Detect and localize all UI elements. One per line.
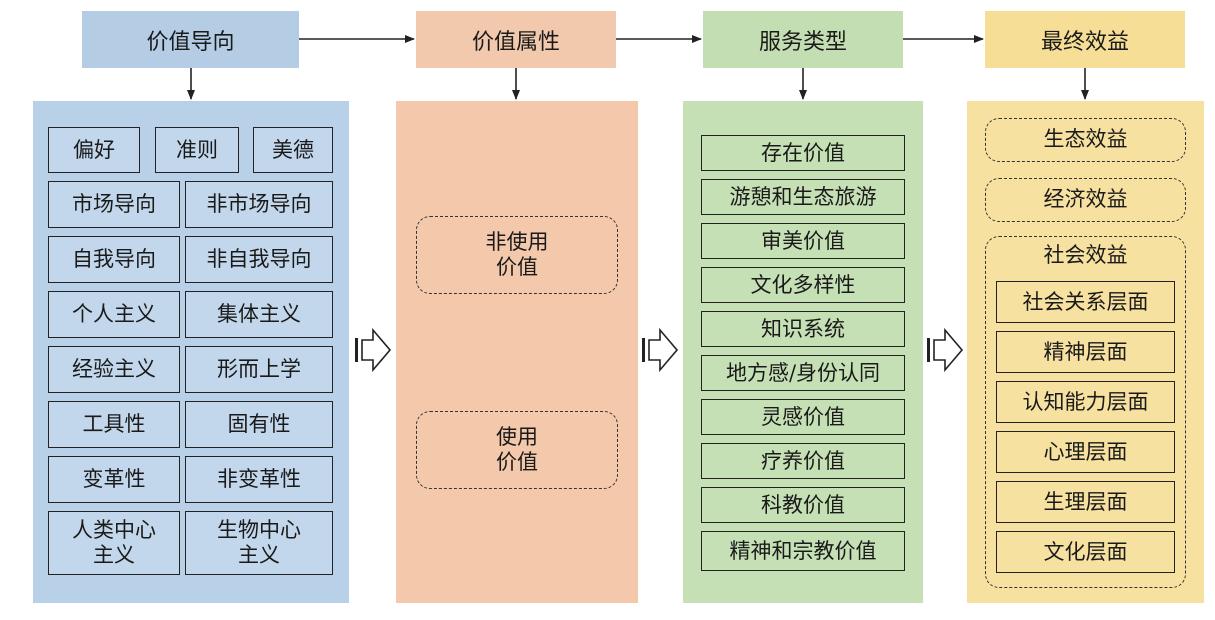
service-inspiration-value: 灵感价值 [701, 399, 905, 435]
header-service-types: 服务类型 [703, 11, 903, 68]
service-education-value: 科教价值 [701, 487, 905, 523]
orientation-box-empiricism: 经验主义 [48, 346, 180, 393]
benefit-economic: 经济效益 [985, 178, 1186, 222]
benefit-ecological: 生态效益 [985, 118, 1186, 162]
orientation-box-non-transformative: 非变革性 [185, 456, 333, 503]
orientation-box-non-market: 非市场导向 [185, 181, 333, 228]
block-arrow-1-2 [355, 327, 392, 373]
panel-value-attributes: 非使用 价值 使用 价值 [396, 101, 638, 603]
orientation-box-collectivism: 集体主义 [185, 291, 333, 338]
service-recuperation-value: 疗养价值 [701, 443, 905, 479]
panel-service-types: 存在价值 游憩和生态旅游 审美价值 文化多样性 知识系统 地方感/身份认同 灵感… [683, 101, 923, 603]
social-level-relations: 社会关系层面 [996, 281, 1175, 323]
orientation-box-biocentrism: 生物中心 主义 [185, 511, 333, 575]
orientation-box-market: 市场导向 [48, 181, 180, 228]
block-arrow-3-4 [927, 327, 964, 373]
benefit-social-title: 社会效益 [1043, 243, 1128, 267]
social-level-physiological: 生理层面 [996, 481, 1175, 523]
social-level-spiritual: 精神层面 [996, 331, 1175, 373]
orientation-box-intrinsic: 固有性 [185, 401, 333, 448]
service-cultural-diversity: 文化多样性 [701, 267, 905, 303]
service-spiritual-religious-value: 精神和宗教价值 [701, 531, 905, 571]
service-knowledge-system: 知识系统 [701, 311, 905, 347]
social-level-cultural: 文化层面 [996, 531, 1175, 573]
social-level-cognitive: 认知能力层面 [996, 381, 1175, 423]
orientation-box-self: 自我导向 [48, 236, 180, 283]
orientation-box-metaphysics: 形而上学 [185, 346, 333, 393]
orientation-box-norm: 准则 [155, 127, 239, 173]
orientation-box-instrumental: 工具性 [48, 401, 180, 448]
orientation-box-virtue: 美德 [253, 127, 333, 173]
service-sense-of-place: 地方感/身份认同 [701, 355, 905, 391]
service-recreation-ecotourism: 游憩和生态旅游 [701, 179, 905, 215]
panel-final-benefits: 生态效益 经济效益 社会效益 社会关系层面 精神层面 认知能力层面 心理层面 生… [967, 101, 1204, 603]
benefit-social-group: 社会效益 社会关系层面 精神层面 认知能力层面 心理层面 生理层面 文化层面 [985, 236, 1186, 588]
orientation-box-anthropocentrism: 人类中心 主义 [48, 511, 180, 575]
block-arrow-2-3 [642, 327, 679, 373]
orientation-box-transformative: 变革性 [48, 456, 180, 503]
orientation-box-individualism: 个人主义 [48, 291, 180, 338]
service-existence-value: 存在价值 [701, 135, 905, 171]
attribute-use-value: 使用 价值 [416, 411, 618, 489]
orientation-box-preference: 偏好 [48, 127, 140, 173]
header-final-benefits: 最终效益 [985, 11, 1185, 68]
service-aesthetic-value: 审美价值 [701, 223, 905, 259]
panel-value-orientation: 偏好 准则 美德 市场导向 非市场导向 自我导向 非自我导向 个人主义 集体主义… [33, 101, 349, 603]
header-value-orientation: 价值导向 [82, 11, 299, 68]
header-value-attributes: 价值属性 [416, 11, 616, 68]
orientation-box-non-self: 非自我导向 [185, 236, 333, 283]
attribute-non-use-value: 非使用 价值 [416, 216, 618, 294]
social-level-psychological: 心理层面 [996, 431, 1175, 473]
